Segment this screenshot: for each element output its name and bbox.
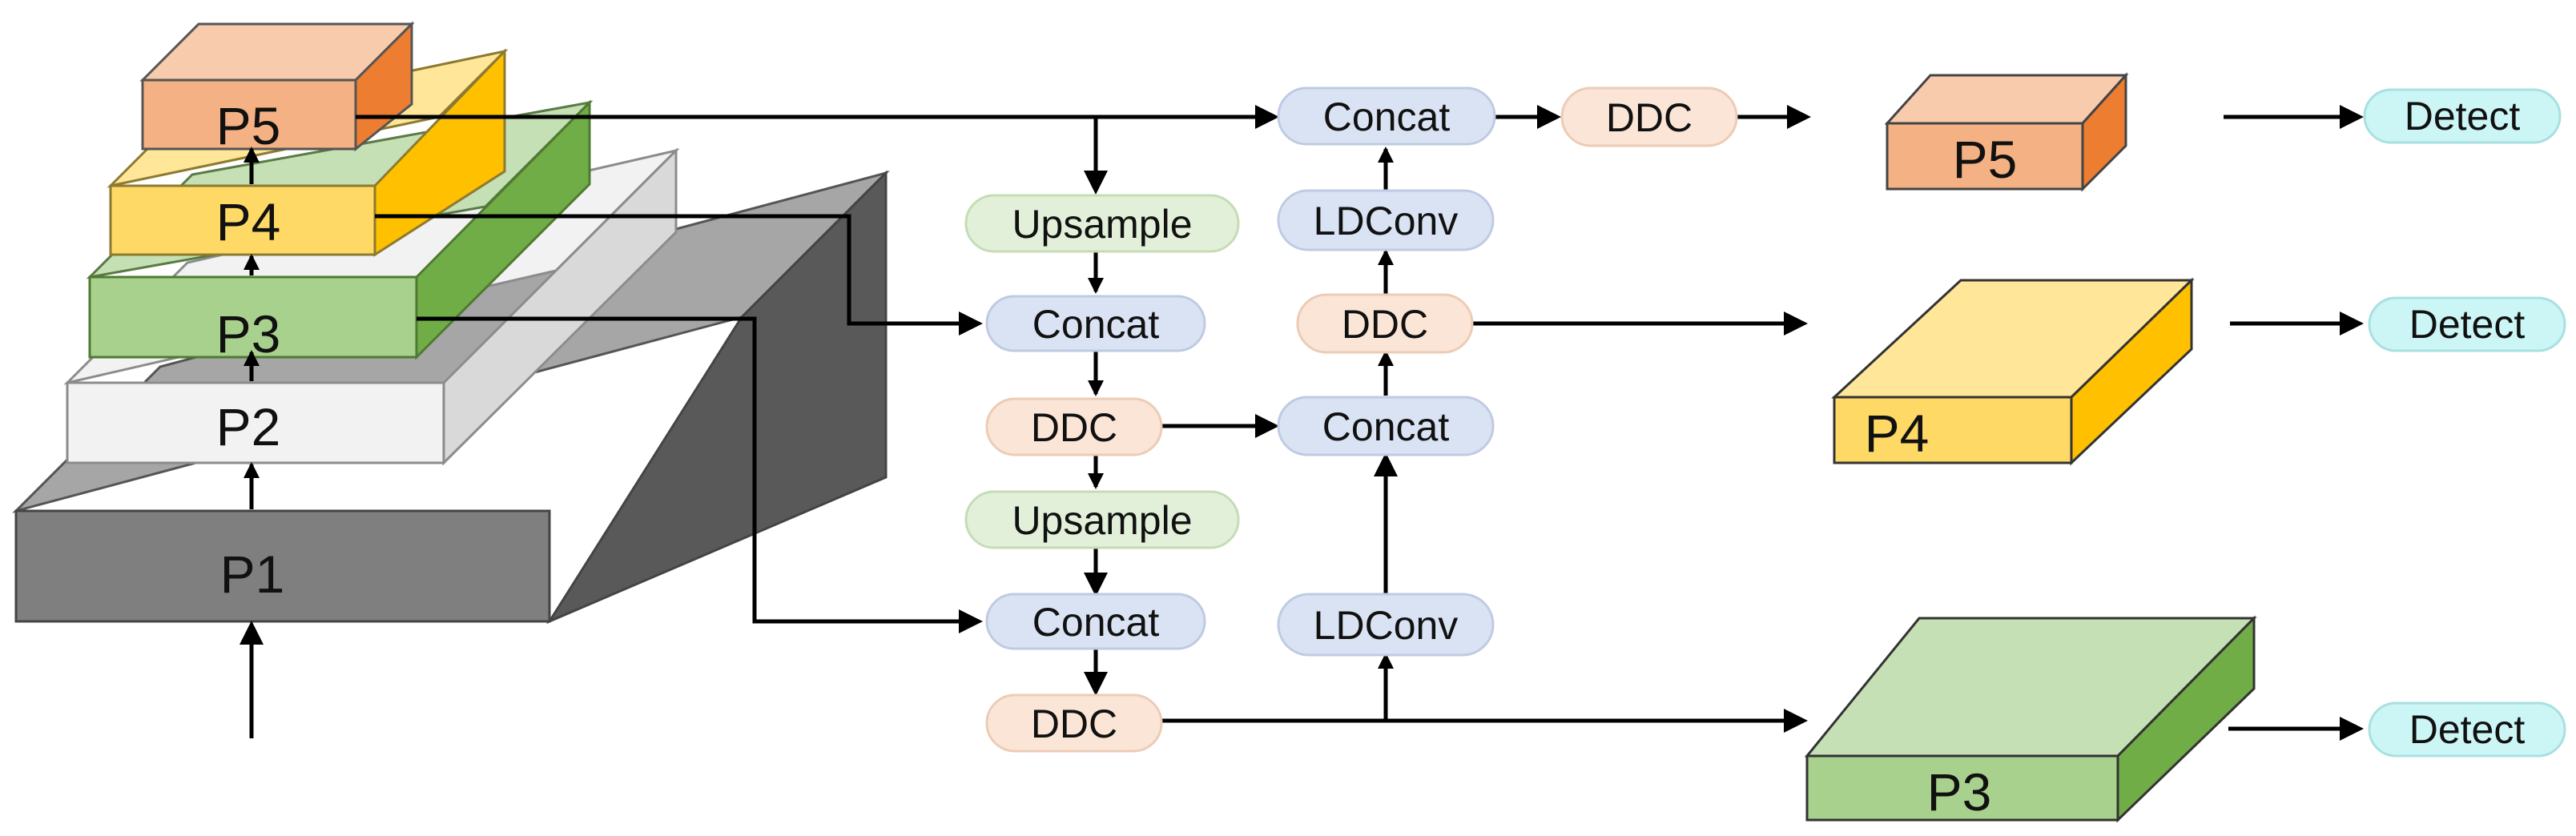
node-upsample-bottom: Upsample <box>964 490 1240 549</box>
node-ddc-mid-label: DDC <box>1031 405 1117 450</box>
backbone-block-p5: P5 <box>139 21 415 155</box>
detect-node-middle-label: Detect <box>2409 302 2526 347</box>
output-label-p5: P5 <box>1953 130 2018 189</box>
connection-lines <box>356 105 2364 741</box>
node-concat-top: Concat <box>1277 86 1496 146</box>
detect-node-top-label: Detect <box>2405 94 2521 139</box>
backbone-label-p5: P5 <box>216 96 281 155</box>
node-ldconv-bottom-label: LDConv <box>1314 603 1459 648</box>
node-ldconv-top: LDConv <box>1277 189 1495 251</box>
node-concat-mid: Concat <box>985 295 1206 352</box>
node-concat-right-label: Concat <box>1322 404 1450 449</box>
output-label-p4: P4 <box>1865 404 1930 463</box>
detect-node-bottom: Detect <box>2368 701 2566 758</box>
detect-node-top: Detect <box>2363 88 2562 144</box>
output-block-p4: P4 <box>1831 277 2195 466</box>
detect-node-bottom-label: Detect <box>2409 707 2526 752</box>
node-ddc-middle-right-label: DDC <box>1342 302 1428 347</box>
backbone-label-p2: P2 <box>216 397 281 456</box>
node-ddc-low-label: DDC <box>1031 701 1117 746</box>
backbone-label-p3: P3 <box>216 304 281 364</box>
node-ldconv-top-label: LDConv <box>1314 199 1459 243</box>
node-concat-low-label: Concat <box>1032 600 1160 645</box>
backbone-label-p1: P1 <box>220 545 285 604</box>
node-concat-mid-label: Concat <box>1032 302 1160 347</box>
output-block-p5: P5 <box>1884 72 2129 192</box>
node-ldconv-bottom: LDConv <box>1277 593 1495 657</box>
node-upsample-top-label: Upsample <box>1012 202 1192 247</box>
node-upsample-bottom-label: Upsample <box>1012 498 1192 543</box>
backbone-label-p4: P4 <box>216 192 281 251</box>
node-concat-top-label: Concat <box>1323 94 1451 139</box>
output-label-p3: P3 <box>1927 762 1992 822</box>
node-ddc-middle-right: DDC <box>1296 293 1474 354</box>
node-ddc-top-label: DDC <box>1606 95 1693 140</box>
node-ddc-low: DDC <box>985 693 1163 753</box>
detect-node-middle: Detect <box>2368 296 2566 352</box>
node-concat-low: Concat <box>985 593 1206 650</box>
node-ddc-top: DDC <box>1560 86 1738 147</box>
node-upsample-top: Upsample <box>964 194 1240 253</box>
node-concat-right: Concat <box>1277 396 1495 456</box>
output-block-p3: P3 <box>1804 615 2257 823</box>
node-ddc-mid: DDC <box>985 397 1163 456</box>
